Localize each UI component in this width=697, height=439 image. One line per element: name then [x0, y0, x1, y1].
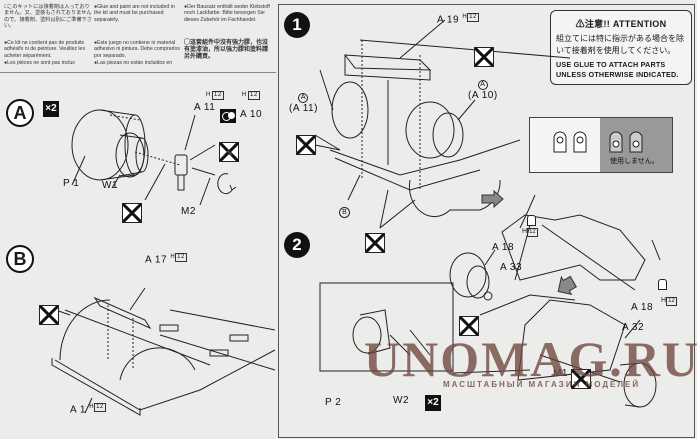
label-a11-text: A 11	[194, 102, 216, 113]
unused-note: 使用しません。	[610, 158, 659, 165]
h-suffix: H	[89, 404, 95, 410]
part-a18-tab	[658, 279, 667, 290]
label-a1-text: A 1	[70, 404, 86, 416]
label-a10-text: A 10	[240, 109, 263, 120]
h-suffix: H	[522, 228, 528, 235]
section-b-marker: B	[6, 245, 34, 273]
h-suffix: H	[661, 297, 667, 304]
glue-icon	[474, 47, 494, 67]
h-suffix: H	[206, 92, 211, 98]
h-suffix: H	[462, 14, 468, 20]
note-en: ●Glue and paint are not included in the …	[94, 4, 175, 23]
note-es2: ●Las piezas no están incluidos en	[94, 60, 173, 66]
hnum-badge: 12	[666, 297, 677, 306]
label-p2: P 2	[325, 397, 342, 408]
step-1-marker: 1	[284, 12, 310, 38]
h-suffix: H	[242, 92, 247, 98]
top-divider	[0, 72, 276, 73]
circle-a-ref: A	[298, 93, 309, 103]
label-p1: P 1	[63, 178, 80, 189]
multiplier-x2-badge: ×2	[425, 395, 441, 411]
note-fr2: ●Les pièces ne sont pas inclus	[4, 60, 75, 66]
step-2-drawing	[319, 194, 661, 408]
attention-en-2: UNLESS OTHERWISE INDICATED.	[556, 70, 679, 79]
section-a-marker: A	[6, 99, 34, 127]
step-1-drawing	[314, 19, 571, 229]
part-a19	[343, 54, 432, 71]
attention-jp: 組立てには特に指示がある場合を除いて接着剤を使用してください。	[556, 34, 684, 55]
label-w1: W1	[102, 180, 118, 191]
attention-title: ⚠注意!! ATTENTION	[575, 19, 667, 29]
multiplier-x2-badge: ×2	[43, 101, 59, 117]
direction-arrow-icon	[557, 275, 577, 296]
note-es: ●Este juego no contiene ni material adhe…	[94, 40, 180, 59]
label-a11-paren: A (A 11)	[289, 93, 318, 114]
glue-icon	[365, 233, 385, 253]
paint-color-chip	[220, 109, 236, 123]
steps-panel-frame	[278, 4, 695, 438]
note-cn: ◯這套組件中沒有強力膠，也沒有塗漆油，所以強力膠和塗料請另外購買。	[184, 40, 269, 60]
glue-icon	[39, 305, 59, 325]
label-a10-paren-text: (A 10)	[468, 90, 498, 101]
step-2-marker: 2	[284, 232, 310, 258]
label-a11-paren-text: (A 11)	[289, 103, 318, 114]
note-jp: □このキットには接着剤は入っておりません。又、塗装もされておりませんので、接着剤…	[4, 4, 92, 30]
hnum-badge: 12	[467, 13, 479, 22]
glue-icon	[122, 203, 142, 223]
hnum-badge: 12	[248, 91, 260, 100]
glue-icon	[219, 142, 239, 162]
wheel-detail-box	[319, 282, 454, 372]
glue-icon	[459, 316, 479, 336]
circle-b-ref: B	[339, 207, 350, 218]
h-suffix: H	[170, 254, 176, 260]
hnum-badge: 12	[175, 253, 187, 262]
label-a33: A 33	[500, 262, 523, 273]
label-a32: A 32	[622, 322, 645, 333]
label-m2: M2	[181, 206, 196, 217]
label-m1: M1	[553, 368, 568, 379]
section-b-drawing	[49, 287, 276, 416]
unused-parts-callout: 使用しません。	[529, 117, 673, 173]
label-a18-right: A 18	[631, 302, 654, 313]
glue-icon	[571, 369, 591, 389]
hnum-badge: 12	[212, 91, 224, 100]
label-a19-text: A 19	[437, 14, 460, 26]
section-a-drawing	[71, 109, 237, 206]
label-a18-top: A 18	[492, 242, 515, 253]
part-a18-tab	[527, 215, 536, 226]
label-a17-text: A 17	[145, 254, 168, 266]
circle-a-ref: A	[477, 80, 488, 90]
hnum-badge: 12	[527, 228, 538, 237]
note-fr: ●Ce kit ne contient pas de produits adhé…	[4, 40, 86, 59]
label-a10-paren: A (A 10)	[468, 80, 498, 101]
watermark-subtitle: МАСШТАБНЫЙ МАГАЗИН МОДЕЛЕЙ	[443, 380, 641, 389]
watermark-logo: UNOMAG.RU	[364, 331, 697, 387]
part-a17	[93, 296, 152, 330]
hnum-badge: 12	[94, 403, 106, 412]
part-tab-icons	[553, 131, 643, 153]
upright-a11	[174, 154, 188, 176]
rotate-arrow-icon	[217, 173, 233, 195]
attention-en-1: USE GLUE TO ATTACH PARTS	[556, 60, 666, 69]
glue-icon	[296, 135, 316, 155]
note-de: ●Der Bausatz enthält weder Klebstoff noc…	[184, 4, 270, 23]
attention-box: ⚠注意!! ATTENTION 組立てには特に指示がある場合を除いて接着剤を使用…	[550, 10, 692, 85]
direction-arrow-icon	[481, 189, 504, 209]
label-w2: W2	[393, 395, 409, 406]
